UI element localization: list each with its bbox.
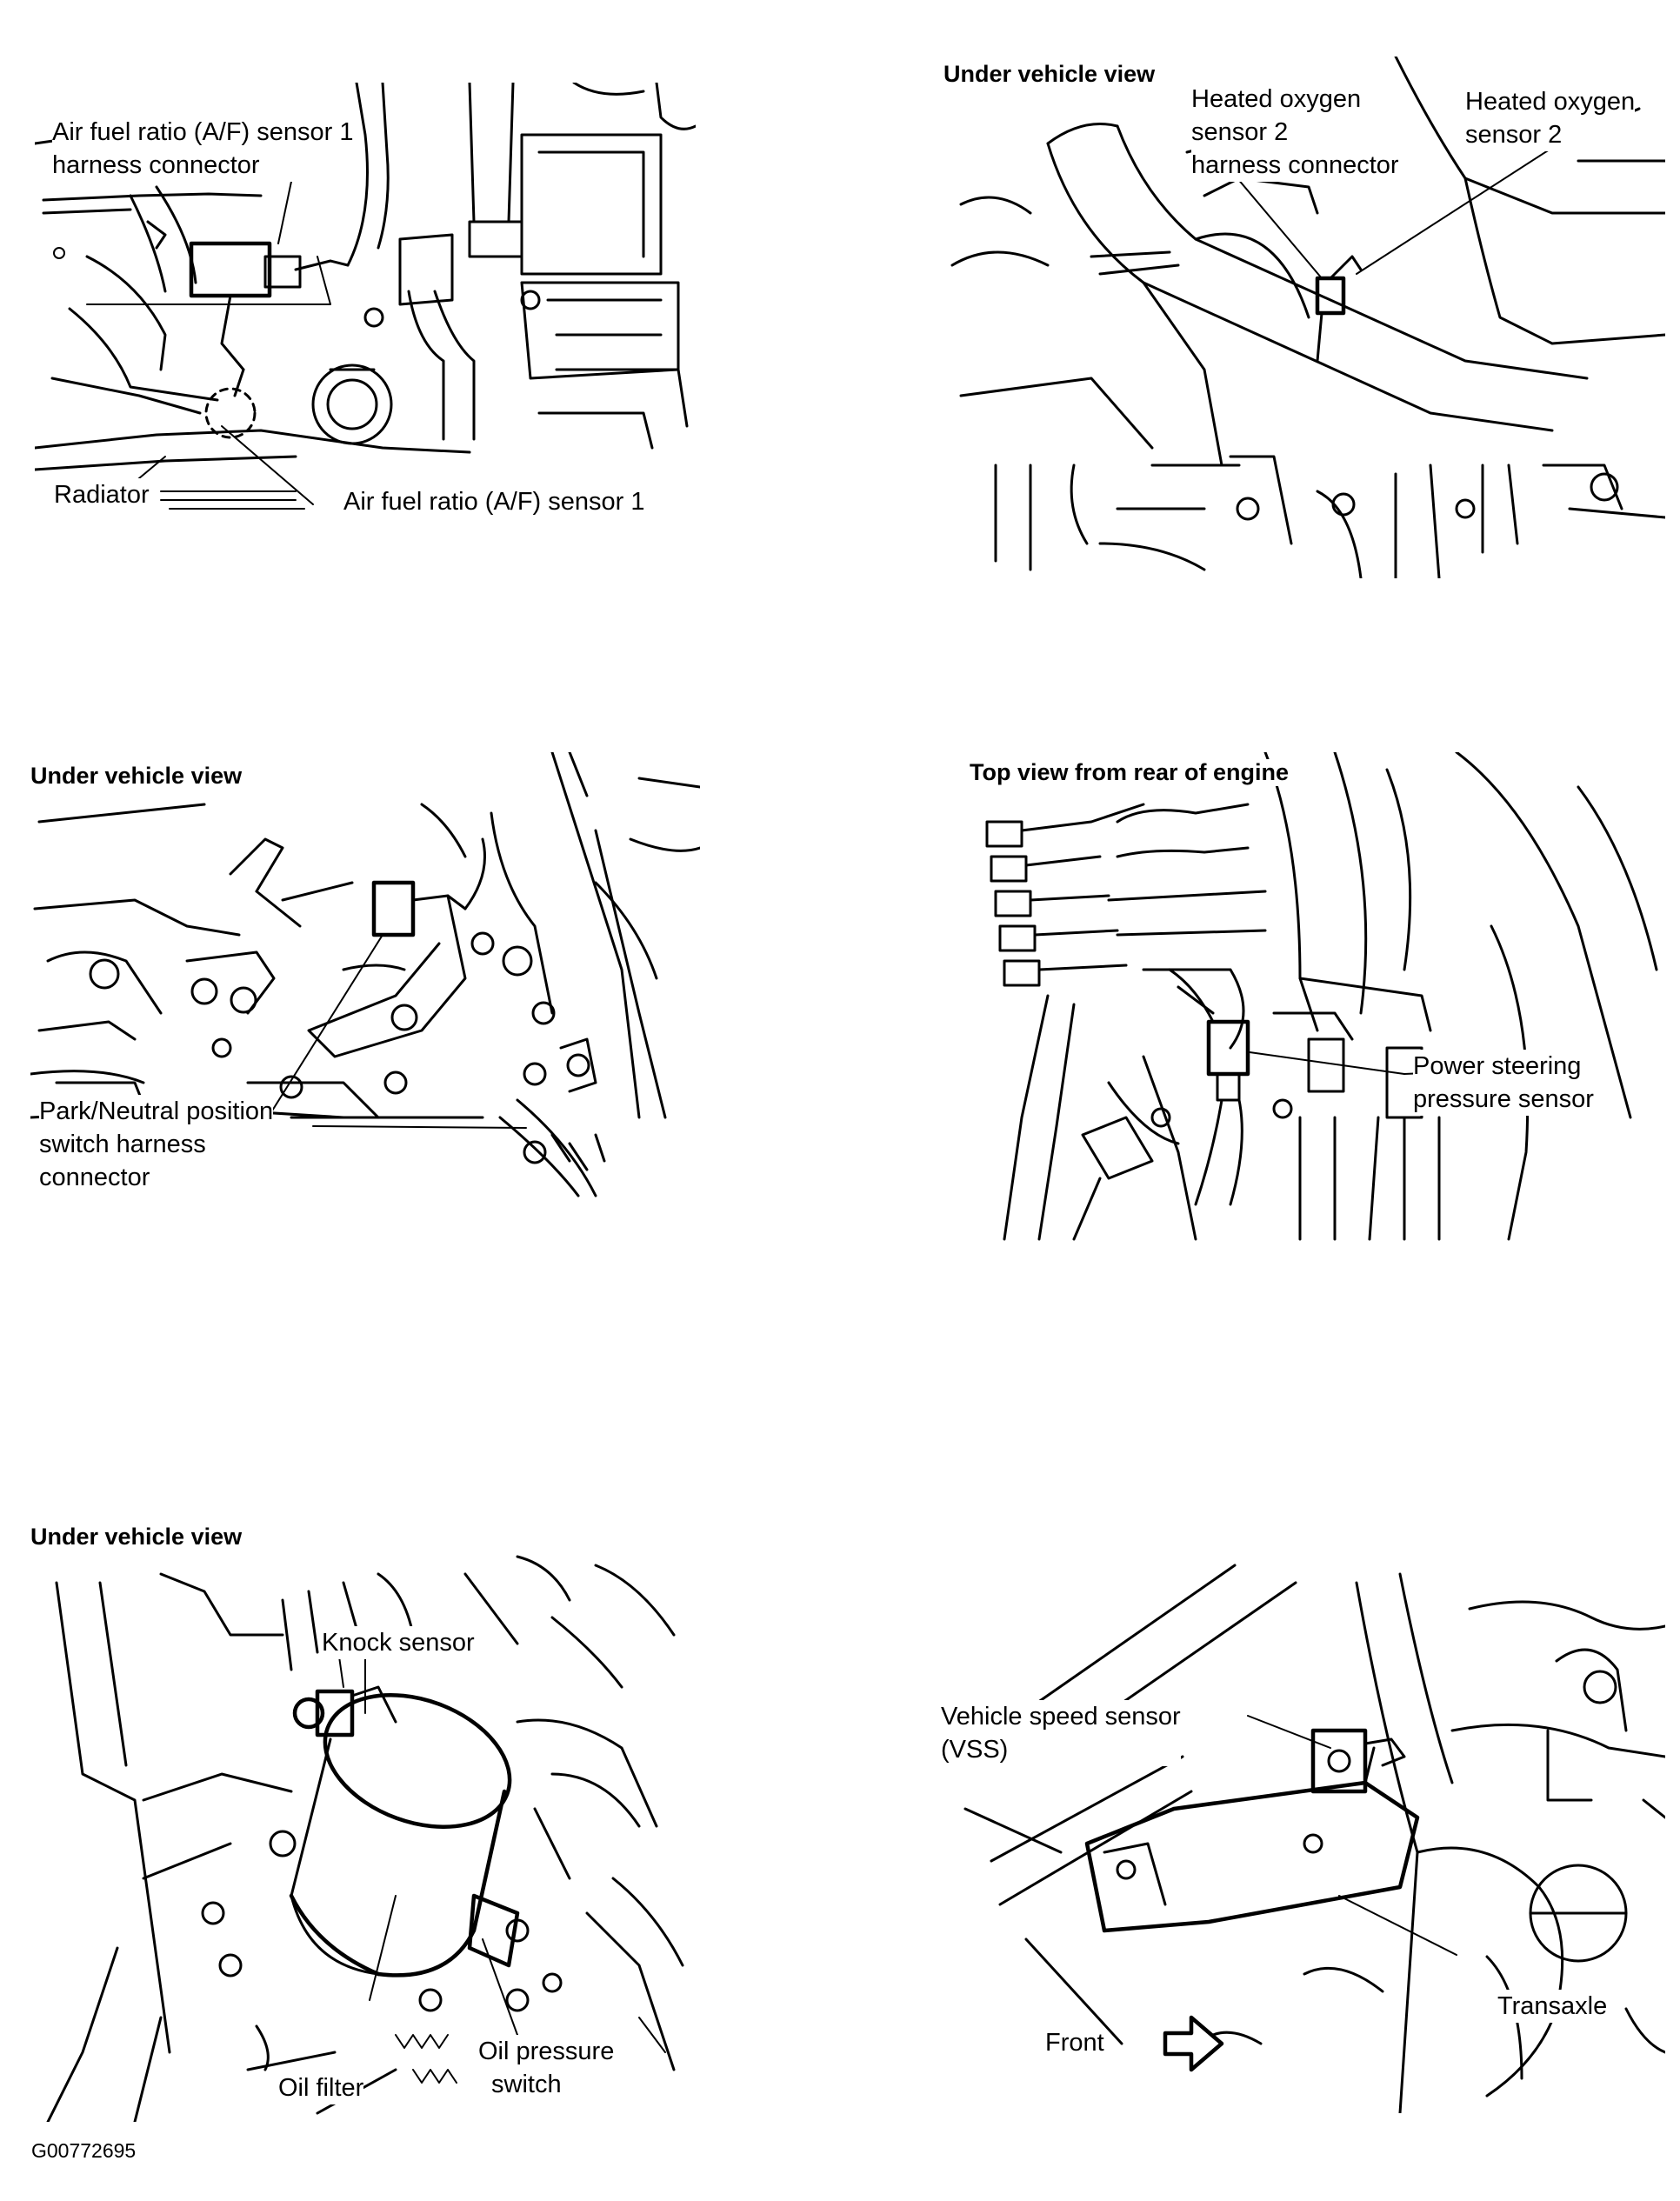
label-heated-oxygen-connector: Heated oxygen sensor 2 harness connector — [1191, 83, 1399, 182]
panel-knock-sensor: Under vehicle view Knock sensor Oil pres… — [30, 1513, 709, 2122]
label-vehicle-speed-sensor: Vehicle speed sensor (VSS) — [941, 1700, 1181, 1766]
af-sensor-illustration — [35, 83, 696, 510]
panel-heading: Under vehicle view — [30, 1524, 243, 1551]
power-steering-sensor-illustration — [985, 752, 1658, 1241]
knock-sensor-illustration — [46, 1555, 684, 2122]
label-power-steering-sensor: Power steering pressure sensor — [1413, 1050, 1594, 1116]
label-transaxle: Transaxle — [1497, 1990, 1608, 2023]
vehicle-speed-sensor-illustration — [963, 1564, 1665, 2113]
figure-code: G00772695 — [31, 2139, 137, 2162]
panel-vehicle-speed-sensor: Vehicle speed sensor (VSS) Front Transax… — [930, 1557, 1665, 2113]
panel-power-steering-sensor: Top view from rear of engine Power steer… — [970, 752, 1665, 1248]
panel-heated-oxygen-sensor: Under vehicle view Heated oxygen sensor … — [943, 57, 1665, 578]
label-front: Front — [1045, 2026, 1104, 2059]
panel-park-neutral-switch: Under vehicle view Park/Neutral position… — [30, 752, 700, 1204]
label-af-sensor: Air fuel ratio (A/F) sensor 1 — [343, 485, 645, 518]
label-park-neutral-connector: Park/Neutral position switch harness con… — [39, 1095, 274, 1194]
label-oil-pressure-switch: Oil pressure switch — [478, 2035, 615, 2101]
label-radiator: Radiator — [54, 478, 150, 511]
label-oil-filter: Oil filter — [278, 2071, 364, 2104]
panel-af-sensor: Air fuel ratio (A/F) sensor 1 harness co… — [35, 83, 696, 570]
panel-heading: Under vehicle view — [943, 61, 1156, 88]
park-neutral-switch-illustration — [30, 752, 700, 1197]
panel-heading: Under vehicle view — [30, 763, 243, 790]
panel-heading: Top view from rear of engine — [970, 759, 1290, 786]
label-af-sensor-connector: Air fuel ratio (A/F) sensor 1 harness co… — [52, 116, 354, 182]
label-knock-sensor: Knock sensor — [322, 1626, 475, 1659]
front-arrow-icon — [1163, 2015, 1224, 2072]
label-heated-oxygen-sensor: Heated oxygen sensor 2 — [1465, 85, 1636, 151]
